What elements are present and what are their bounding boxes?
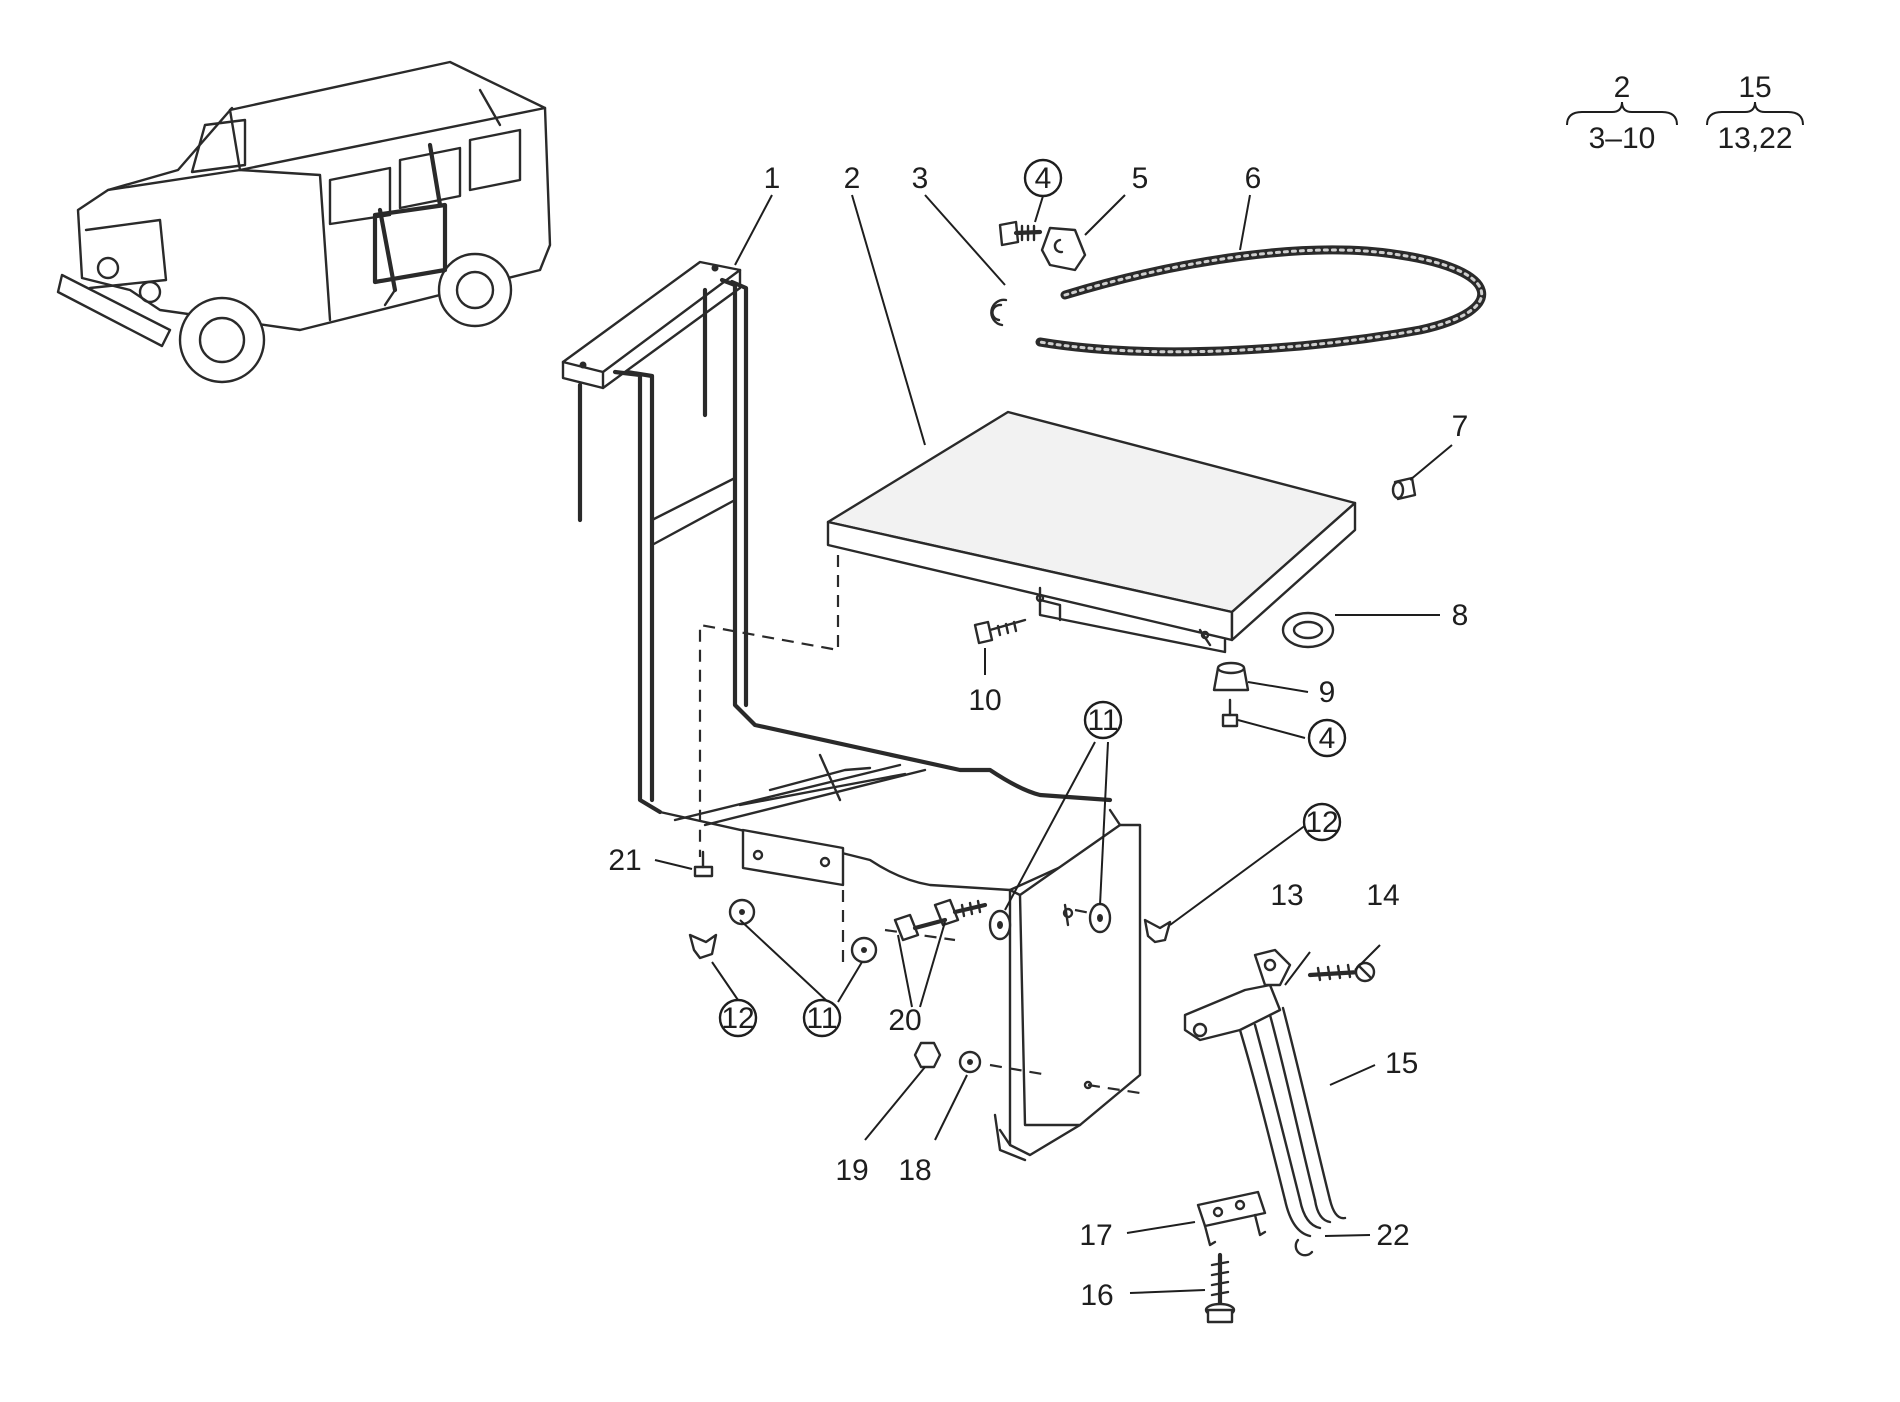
callout-4-lower: 4 [1319, 722, 1336, 755]
callout-16: 16 [1080, 1279, 1113, 1312]
callout-20: 20 [888, 1004, 921, 1037]
group-2-children: 13,22 [1717, 122, 1792, 155]
callout-11: 11 [1087, 704, 1118, 737]
callout-14: 14 [1366, 879, 1399, 912]
callout-4-lower-circle [1307, 718, 1347, 758]
callout-12-left-circle [718, 998, 758, 1038]
battery-box-lid [826, 410, 1357, 654]
callout-8: 8 [1452, 599, 1469, 632]
alignment-guides [698, 555, 1141, 1095]
callout-12-left: 12 [721, 1002, 754, 1035]
callout-4-circle [1023, 158, 1063, 198]
callout-9: 9 [1319, 676, 1336, 709]
battery-hold-down-strap [1183, 948, 1376, 1324]
callout-7: 7 [1452, 410, 1469, 443]
callout-4: 4 [1035, 162, 1052, 195]
vehicle-locator-illustration [56, 60, 552, 384]
callout-17: 17 [1079, 1219, 1112, 1252]
callout-12-circle [1302, 802, 1342, 842]
group-2-brace [1706, 101, 1804, 126]
callout-19: 19 [835, 1154, 868, 1187]
leader-lines [654, 194, 1453, 1294]
callout-11-left: 11 [806, 1002, 837, 1035]
group-legend: 2 3–10 15 13,22 [1566, 71, 1804, 155]
group-1-parent: 2 [1614, 71, 1631, 104]
callout-12: 12 [1305, 806, 1338, 839]
callout-10: 10 [968, 684, 1001, 717]
callout-18: 18 [898, 1154, 931, 1187]
callout-6: 6 [1245, 162, 1262, 195]
callout-22: 22 [1376, 1219, 1409, 1252]
callout-15: 15 [1385, 1047, 1418, 1080]
callout-5: 5 [1132, 162, 1149, 195]
group-2-parent: 15 [1738, 71, 1771, 104]
callout-21: 21 [608, 844, 641, 877]
callout-11-circle [1083, 700, 1123, 740]
callout-2: 2 [844, 162, 861, 195]
hardware-parts [688, 220, 1487, 1074]
callout-1: 1 [764, 162, 781, 195]
callout-13: 13 [1270, 879, 1303, 912]
callout-11-left-circle [802, 998, 842, 1038]
group-1-children: 3–10 [1589, 122, 1656, 155]
callout-labels: 1 2 3 4 5 6 7 8 9 4 10 11 12 13 14 15 21… [608, 158, 1469, 1312]
callout-3: 3 [912, 162, 929, 195]
battery-carrier-frame [561, 260, 1142, 1162]
group-1-brace [1566, 101, 1678, 126]
